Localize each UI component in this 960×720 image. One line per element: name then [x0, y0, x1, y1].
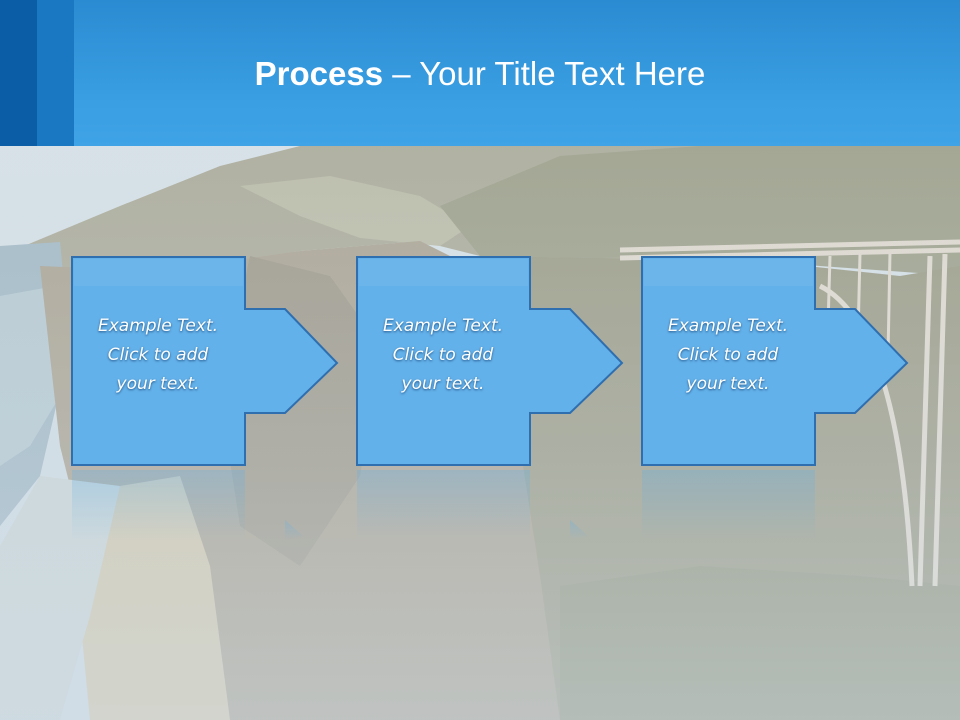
process-step-2[interactable]: Example Text. Click to add your text. [356, 256, 628, 468]
title-separator: – [383, 55, 420, 92]
process-step-3[interactable]: Example Text. Click to add your text. [641, 256, 913, 468]
step-text-line: Click to add [677, 345, 779, 365]
step-text-line: your text. [686, 374, 770, 394]
step-text-line: your text. [116, 374, 200, 394]
title-bold-text: Process [254, 55, 384, 92]
banner-accent-stripe [37, 0, 74, 146]
step-text-line: your text. [401, 374, 485, 394]
step-arrow-shape [71, 256, 339, 466]
step-text: Example Text. Click to add your text. [643, 312, 813, 399]
step-reflection [71, 470, 343, 540]
step-text: Example Text. Click to add your text. [358, 312, 528, 399]
step-text-line: Example Text. [667, 316, 789, 336]
step-text-line: Click to add [392, 345, 494, 365]
step-text-line: Example Text. [382, 316, 504, 336]
step-text: Example Text. Click to add your text. [73, 312, 243, 399]
step-arrow-shape [356, 256, 624, 466]
slide-title[interactable]: Process – Your Title Text Here [0, 52, 960, 96]
step-reflection [356, 470, 628, 540]
banner-accent-stripe [0, 0, 37, 146]
step-text-line: Click to add [107, 345, 209, 365]
step-arrow-shape [641, 256, 909, 466]
process-step-1[interactable]: Example Text. Click to add your text. [71, 256, 343, 468]
title-banner: Process – Your Title Text Here [0, 0, 960, 146]
step-reflection [641, 470, 913, 540]
title-text: Your Title Text Here [419, 55, 706, 92]
step-text-line: Example Text. [97, 316, 219, 336]
